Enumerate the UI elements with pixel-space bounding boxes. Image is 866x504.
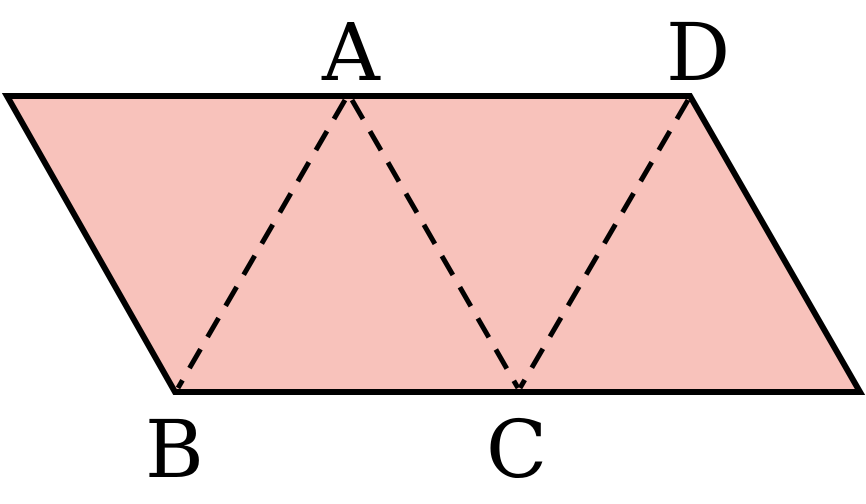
point-label-b: B [145,403,204,496]
point-label-c: C [486,403,547,496]
segment-cd [517,98,691,390]
point-label-d: D [666,6,730,99]
point-label-a: A [321,6,381,99]
segment-ac [349,98,521,390]
segment-ab [175,98,348,390]
